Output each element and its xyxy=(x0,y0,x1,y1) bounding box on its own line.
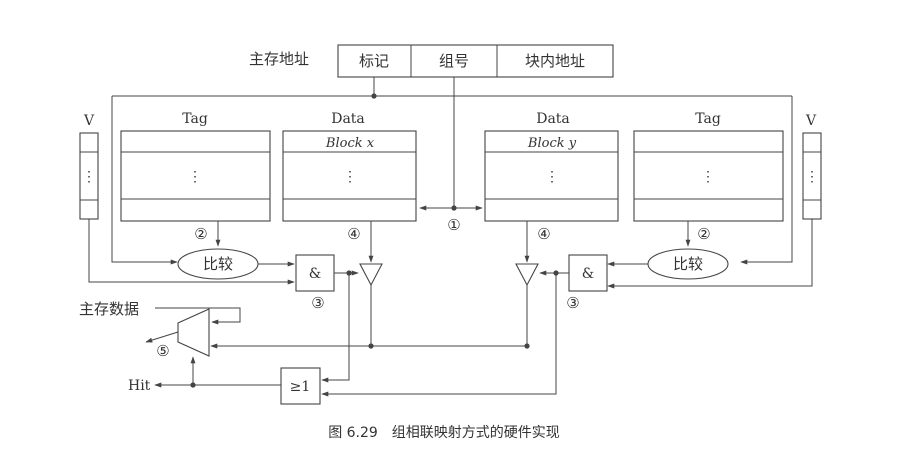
right-and-label: & xyxy=(582,266,594,282)
hit-label: Hit xyxy=(128,378,151,394)
output-multiplexer xyxy=(177,308,210,357)
right-tristate-buffer xyxy=(515,263,539,287)
right-valid-to-and xyxy=(607,219,813,289)
left-and-label: & xyxy=(309,266,321,282)
right-step-2-mark: ② xyxy=(697,225,710,243)
left-data-array xyxy=(282,130,417,222)
figure-caption: 图 6.29 组相联映射方式的硬件实现 xyxy=(328,425,560,441)
right-block-label: Block y xyxy=(527,136,577,151)
right-tag-array xyxy=(633,130,784,222)
tag-bus-to-right-comparator xyxy=(740,96,793,265)
left-valid-to-and xyxy=(88,219,295,285)
or-gate xyxy=(280,367,321,405)
address-field-set: 组号 xyxy=(439,52,469,70)
right-step-4-mark: ④ xyxy=(537,225,550,243)
step-1-mark: ① xyxy=(447,216,460,234)
left-tag-ellipsis: ⋮ xyxy=(188,169,202,185)
left-tag-label: Tag xyxy=(182,111,208,127)
main-memory-data-label: 主存数据 xyxy=(79,300,139,318)
left-data-ellipsis: ⋮ xyxy=(343,169,357,185)
or-gate-label: ≥1 xyxy=(290,379,311,395)
left-and-to-or xyxy=(321,273,350,383)
left-tag-array xyxy=(120,130,271,222)
left-block-label: Block x xyxy=(325,136,375,151)
main-memory-address-label: 主存地址 xyxy=(249,50,309,68)
right-data-array xyxy=(484,130,619,222)
right-step-3-mark: ③ xyxy=(566,294,579,312)
right-tag-ellipsis: ⋮ xyxy=(701,169,715,185)
left-step-3-mark: ③ xyxy=(311,294,324,312)
right-comparator-label: 比较 xyxy=(673,255,703,273)
right-and-to-or xyxy=(321,273,557,397)
left-comparator-label: 比较 xyxy=(203,255,233,273)
address-field-tag: 标记 xyxy=(359,52,389,70)
left-step-4-mark: ④ xyxy=(347,225,360,243)
left-step-2-mark: ② xyxy=(194,225,207,243)
right-data-label: Data xyxy=(536,111,570,127)
right-valid-ellipsis: ⋮ xyxy=(805,169,819,185)
main-memory-data-input xyxy=(155,307,241,325)
address-register xyxy=(337,44,614,78)
left-data-label: Data xyxy=(331,111,365,127)
multiplexer-output xyxy=(145,331,179,343)
right-data-ellipsis: ⋮ xyxy=(545,169,559,185)
step-5-mark: ⑤ xyxy=(156,342,169,360)
tag-bus-to-left-comparator xyxy=(111,96,178,265)
left-tristate-buffer xyxy=(359,263,383,287)
right-valid-label: V xyxy=(805,113,817,129)
address-field-offset: 块内地址 xyxy=(525,52,585,70)
left-valid-label: V xyxy=(83,113,95,129)
left-valid-ellipsis: ⋮ xyxy=(82,169,96,185)
right-tag-label: Tag xyxy=(695,111,721,127)
